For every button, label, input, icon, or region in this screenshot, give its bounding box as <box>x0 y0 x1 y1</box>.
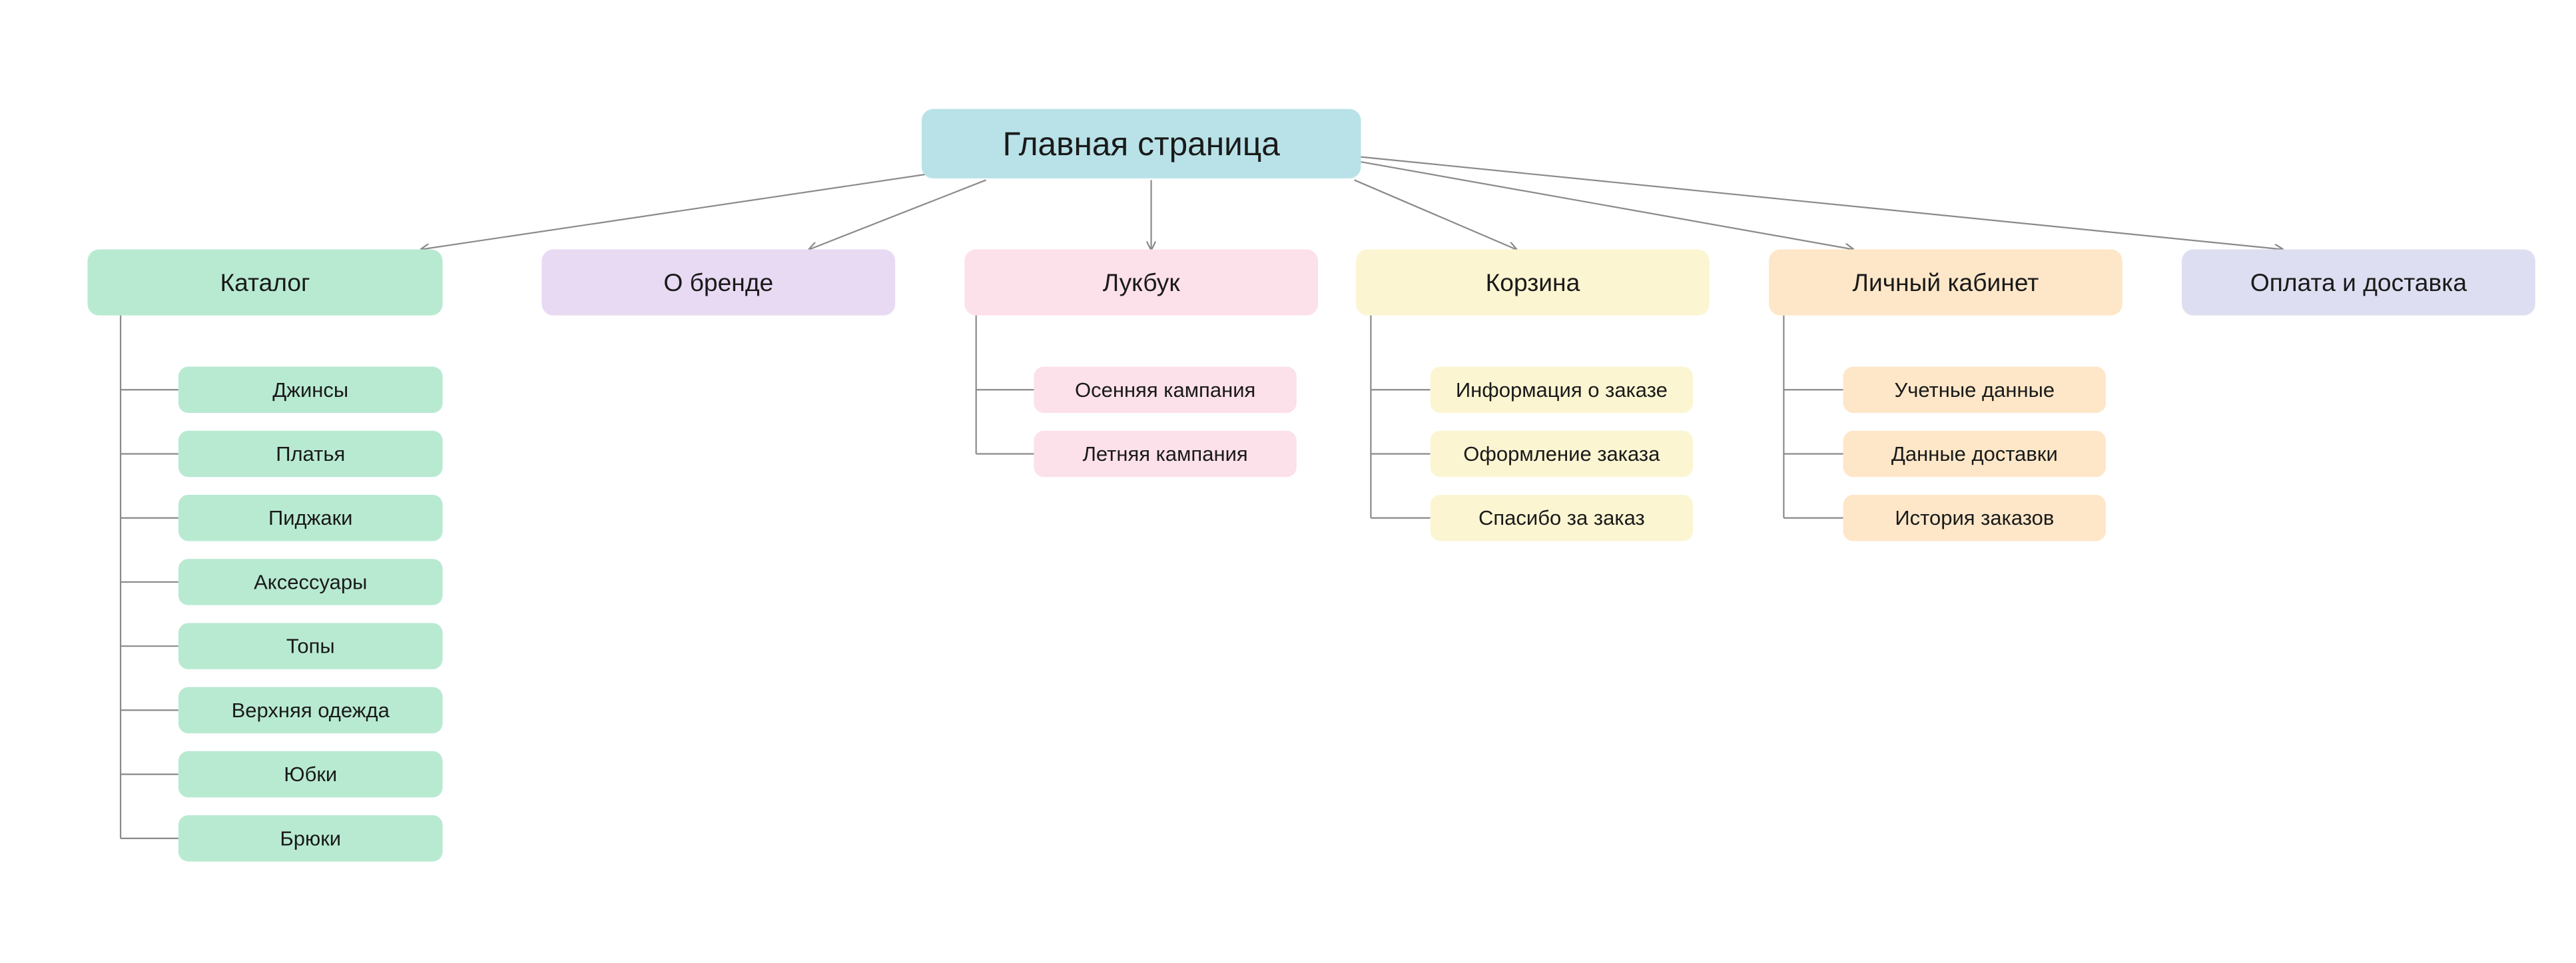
child-lookbook-0[interactable]: Осенняя кампания <box>1034 366 1297 413</box>
child-catalog-0-label: Джинсы <box>272 378 348 402</box>
child-cart-0-box <box>1430 366 1693 413</box>
connectors <box>119 156 2283 839</box>
child-account-0[interactable]: Учетные данные <box>1843 366 2106 413</box>
child-catalog-0-box <box>178 366 443 413</box>
nodes: Главная страницаКаталогДжинсыПлатьяПиджа… <box>87 109 2535 862</box>
child-catalog-4[interactable]: Топы <box>178 623 443 669</box>
section-brand-label: О бренде <box>663 268 773 296</box>
root-node[interactable]: Главная страница <box>921 109 1361 178</box>
connector-root-cart <box>1354 179 1516 249</box>
child-cart-0-label: Информация о заказе <box>1456 378 1668 402</box>
connector-root-brand <box>809 179 986 249</box>
child-catalog-6[interactable]: Юбки <box>178 751 443 798</box>
child-cart-2-label: Спасибо за заказ <box>1478 506 1645 529</box>
section-payment-box <box>2182 249 2535 316</box>
child-catalog-2-label: Пиджаки <box>268 506 353 529</box>
child-account-2[interactable]: История заказов <box>1843 495 2106 541</box>
child-catalog-6-label: Юбки <box>284 763 337 786</box>
child-catalog-1[interactable]: Платья <box>178 430 443 478</box>
child-account-2-label: История заказов <box>1895 506 2054 529</box>
child-catalog-4-label: Топы <box>286 635 335 658</box>
child-catalog-1-box <box>178 430 443 478</box>
child-cart-2[interactable]: Спасибо за заказ <box>1430 495 1693 541</box>
section-lookbook-label: Лукбук <box>1103 268 1181 296</box>
child-cart-1[interactable]: Оформление заказа <box>1430 430 1693 478</box>
child-lookbook-0-box <box>1034 366 1297 413</box>
child-cart-1-box <box>1430 430 1693 478</box>
section-cart[interactable]: Корзина <box>1356 249 1710 316</box>
child-account-1-box <box>1843 430 2106 478</box>
child-catalog-0[interactable]: Джинсы <box>178 366 443 413</box>
section-account-label: Личный кабинет <box>1853 268 2039 296</box>
child-account-0-label: Учетные данные <box>1895 378 2055 402</box>
connector-root-payment <box>1361 156 2283 250</box>
child-lookbook-1-label: Летняя кампания <box>1083 442 1248 466</box>
child-catalog-5-label: Верхняя одежда <box>232 699 390 722</box>
section-account-box <box>1769 249 2122 316</box>
child-account-1-label: Данные доставки <box>1891 442 2058 466</box>
child-lookbook-1-box <box>1034 430 1297 478</box>
child-catalog-4-box <box>178 623 443 669</box>
child-cart-1-label: Оформление заказа <box>1463 442 1660 466</box>
child-catalog-7-label: Брюки <box>280 826 341 850</box>
child-cart-2-box <box>1430 495 1693 541</box>
child-catalog-2-box <box>178 495 443 541</box>
child-account-0-box <box>1843 366 2106 413</box>
section-lookbook-box <box>964 249 1319 316</box>
child-lookbook-0-label: Осенняя кампания <box>1075 378 1255 402</box>
child-cart-0[interactable]: Информация о заказе <box>1430 366 1693 413</box>
child-catalog-3-label: Аксессуары <box>254 570 367 593</box>
section-cart-box <box>1356 249 1710 316</box>
section-payment[interactable]: Оплата и доставка <box>2182 249 2535 316</box>
root-node-label: Главная страница <box>1003 125 1281 162</box>
child-catalog-5-box <box>178 687 443 734</box>
child-catalog-5[interactable]: Верхняя одежда <box>178 687 443 734</box>
child-catalog-6-box <box>178 751 443 798</box>
child-lookbook-1[interactable]: Летняя кампания <box>1034 430 1297 478</box>
section-payment-label: Оплата и доставка <box>2250 268 2467 296</box>
section-cart-label: Корзина <box>1486 268 1580 296</box>
section-catalog[interactable]: Каталог <box>87 249 443 316</box>
child-catalog-2[interactable]: Пиджаки <box>178 495 443 541</box>
child-account-2-box <box>1843 495 2106 541</box>
section-lookbook[interactable]: Лукбук <box>964 249 1319 316</box>
root-node-box <box>921 109 1361 178</box>
child-catalog-3-box <box>178 559 443 605</box>
child-account-1[interactable]: Данные доставки <box>1843 430 2106 478</box>
child-catalog-7[interactable]: Брюки <box>178 815 443 862</box>
connector-root-catalog <box>421 164 988 249</box>
child-catalog-7-box <box>178 815 443 862</box>
section-account[interactable]: Личный кабинет <box>1769 249 2122 316</box>
section-brand[interactable]: О бренде <box>541 249 896 316</box>
section-brand-box <box>541 249 896 316</box>
section-catalog-label: Каталог <box>220 268 310 296</box>
section-catalog-box <box>87 249 443 316</box>
connector-root-account <box>1361 160 1853 249</box>
child-catalog-1-label: Платья <box>276 442 345 466</box>
child-catalog-3[interactable]: Аксессуары <box>178 559 443 605</box>
